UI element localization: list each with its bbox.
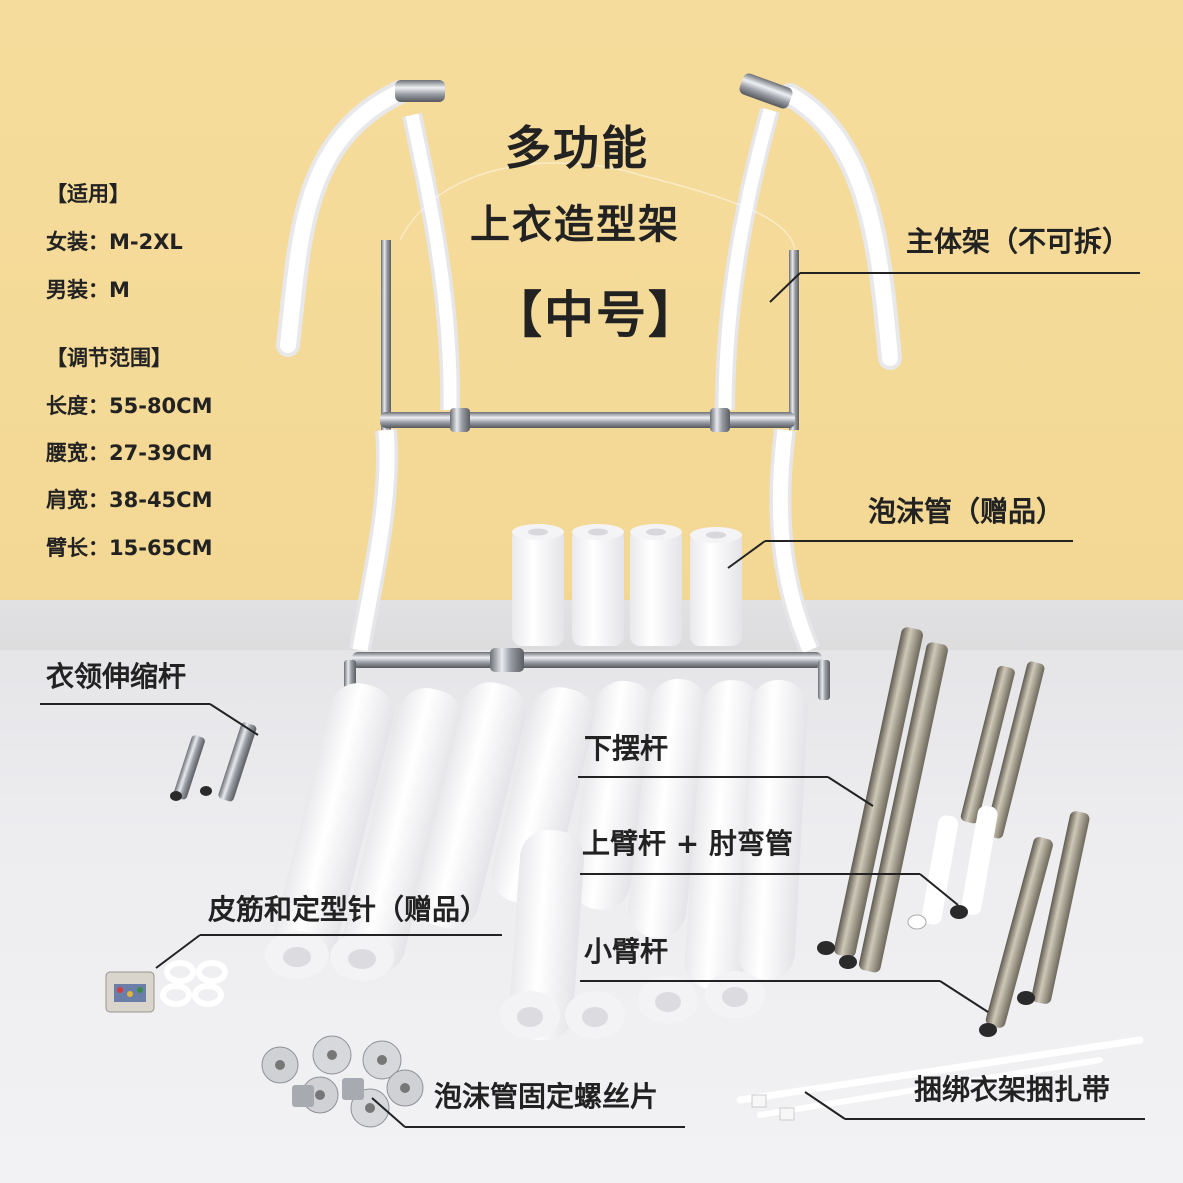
spec-waist: 腰宽：27-39CM [46, 441, 213, 465]
label-hem-rod: 下摆杆 [584, 732, 669, 765]
leader-line-foam-gift [765, 540, 1073, 542]
leader-line-bands-pins [200, 934, 502, 936]
title-size: 【中号】 [492, 286, 700, 344]
leader-line-small-arm [580, 980, 940, 982]
leader-line-cable-ties [845, 1118, 1145, 1120]
leader-line-collar-rod [40, 703, 210, 705]
label-foam-gift: 泡沫管（赠品） [868, 495, 1065, 528]
main-frame [276, 73, 902, 700]
label-small-arm: 小臂杆 [584, 935, 669, 968]
leader-line-screw-plates [405, 1126, 685, 1128]
spec-women: 女装：M-2XL [46, 230, 183, 254]
label-bands-pins: 皮筋和定型针（赠品） [208, 893, 489, 926]
leader-line-upper-arm [580, 873, 920, 875]
spec-shoulder: 肩宽：38-45CM [46, 488, 213, 512]
title-line-1: 多功能 [505, 121, 649, 175]
label-main-frame: 主体架（不可拆） [906, 225, 1131, 258]
label-screw-plates: 泡沫管固定螺丝片 [434, 1080, 659, 1113]
label-collar-rod: 衣领伸缩杆 [46, 660, 187, 693]
foam-tubes-gift [512, 524, 742, 646]
spec-arm: 臂长：15-65CM [46, 536, 213, 560]
label-cable-ties: 捆绑衣架捆扎带 [914, 1073, 1111, 1106]
title-line-2: 上衣造型架 [470, 202, 680, 248]
spec-range-heading: 【调节范围】 [46, 346, 172, 370]
leader-line-main-frame [800, 272, 1140, 274]
spec-men: 男装：M [46, 278, 130, 302]
leader-line-hem-rod [578, 776, 828, 778]
bands-and-pins [105, 960, 228, 1013]
collar-rods [170, 722, 257, 802]
spec-apply-heading: 【适用】 [46, 182, 130, 206]
screw-plates [261, 1035, 424, 1128]
label-upper-arm: 上臂杆 + 肘弯管 [582, 827, 793, 860]
spec-length: 长度：55-80CM [46, 394, 213, 418]
small-arm-rods [979, 811, 1090, 1037]
